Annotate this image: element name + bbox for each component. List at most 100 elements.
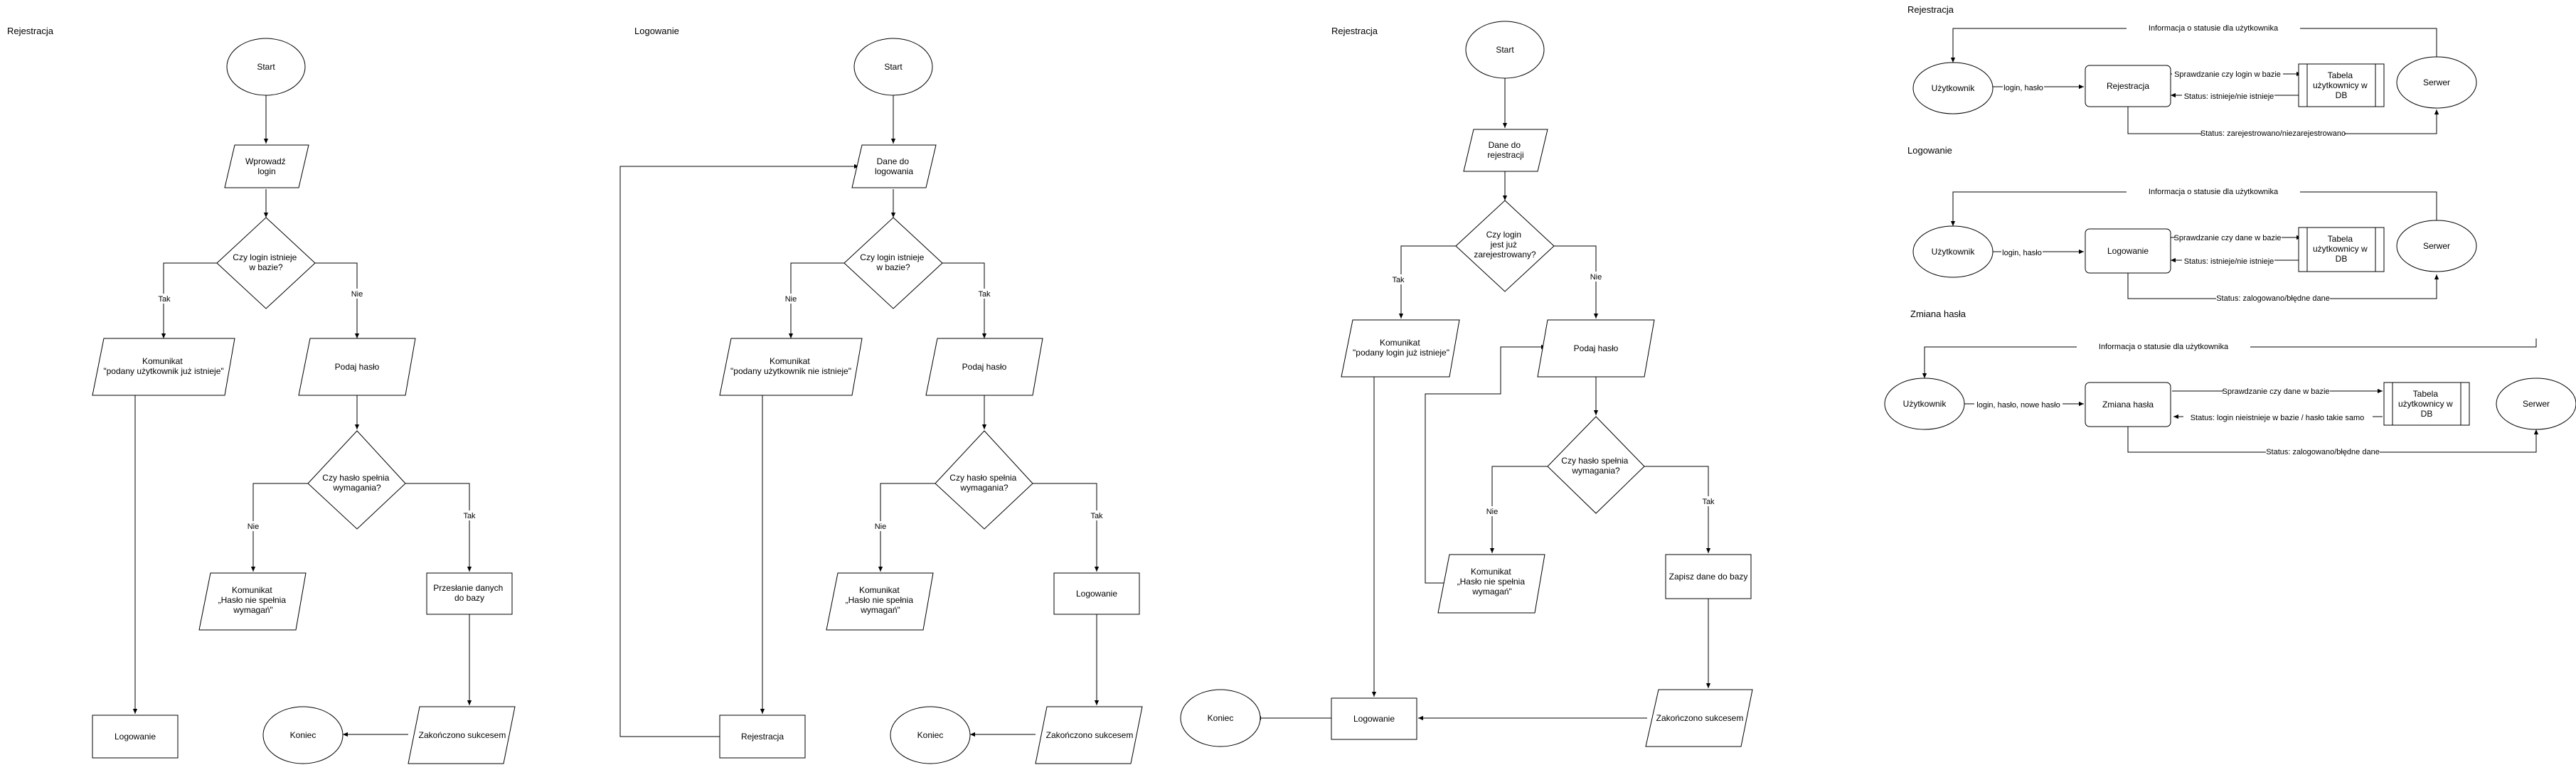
input-login-data-node: [851, 144, 937, 188]
edge-label-credentials: login, hasło, nowe hasło: [1976, 401, 2060, 410]
section-title: Rejestracja: [1907, 4, 1954, 15]
input-password-node: [298, 338, 416, 396]
input-login-label: Wprowadź login: [245, 156, 288, 176]
server-label: Serwer: [2523, 399, 2550, 409]
login-node: [92, 715, 179, 759]
login-node: [1331, 697, 1417, 740]
registration-architecture: Rejestracja Informacja o statusie dla uż…: [1907, 4, 2477, 139]
check-login-decision: [216, 217, 316, 309]
edge-label-yes: Tak: [1702, 498, 1715, 506]
success-node: [1035, 706, 1143, 764]
process-label: Logowanie: [2107, 246, 2149, 256]
edge-label-no: Nie: [1590, 273, 1602, 282]
edge-label-no: Nie: [875, 523, 887, 531]
end-node: [1180, 689, 1261, 747]
msg-login-exists-node: [1341, 319, 1460, 378]
check-password-decision: [935, 430, 1033, 530]
check-password-decision: [1547, 416, 1645, 514]
check-login-label: Czy login jest już zarejestrowany?: [1474, 230, 1536, 260]
edge-label-check: Sprawdzanie czy dane w bazie: [2173, 234, 2281, 242]
user-label: Użytkownik: [1903, 399, 1947, 409]
start-node: [853, 38, 933, 96]
send-data-label: Przesłanie danych do bazy: [433, 583, 505, 603]
msg-user-exists-node: [92, 338, 235, 396]
edge-label-status: Status: istnieje/nie istnieje: [2184, 92, 2274, 101]
msg-bad-password-node: [1437, 554, 1545, 614]
user-node: [1912, 225, 1994, 278]
edge-label-yes: Tak: [978, 290, 991, 299]
end-label: Koniec: [1208, 713, 1234, 723]
db-table-label: Tabela użytkownicy w DB: [2313, 70, 2370, 100]
login-label: Logowanie: [1353, 714, 1395, 724]
registration-flowchart-v2: Rejestracja Tak Nie Nie Tak Start Dane d…: [1180, 21, 1753, 747]
logging-node: [1053, 572, 1140, 615]
msg-user-not-exists-node: [719, 338, 863, 396]
save-data-label: Zapisz dane do bazy: [1669, 572, 1748, 582]
input-password-label: Podaj hasło: [962, 362, 1007, 372]
process-node: [2085, 382, 2171, 427]
db-table-label: Tabela użytkownicy w DB: [2398, 389, 2455, 419]
user-label: Użytkownik: [1932, 247, 1976, 257]
edge-label-info: Informacja o statusie dla użytkownika: [2149, 24, 2279, 33]
msg-user-exists-label: Komunikat "podany użytkownik już istniej…: [103, 356, 223, 376]
start-label: Start: [1496, 45, 1514, 55]
process-label: Rejestracja: [2107, 81, 2149, 91]
input-reg-data-node: [1463, 129, 1548, 172]
edge-label-check: Sprawdzanie czy login w bazie: [2174, 70, 2281, 79]
edge-label-final-status: Status: zarejestrowano/niezarejestrowano: [2200, 129, 2346, 138]
process-node: [2085, 65, 2171, 107]
success-node: [1645, 689, 1753, 747]
end-label: Koniec: [290, 730, 316, 740]
db-table-node: [2298, 227, 2385, 272]
msg-bad-password-label: Komunikat „Hasło nie spełnia wymagań": [218, 585, 289, 615]
section-title: Rejestracja: [7, 26, 54, 36]
section-title: Rejestracja: [1331, 26, 1378, 36]
register-label: Rejestracja: [741, 732, 784, 742]
input-login-data-label: Dane do logowania: [875, 156, 913, 176]
msg-bad-password-node: [826, 572, 934, 631]
success-label: Zakończono sukcesem: [1046, 730, 1134, 740]
check-password-decision: [307, 430, 406, 530]
user-node: [1884, 378, 1965, 430]
end-node: [262, 706, 344, 764]
edge-label-check: Sprawdzanie czy dane w bazie: [2222, 387, 2329, 396]
logging-label: Logowanie: [1076, 589, 1117, 599]
server-label: Serwer: [2423, 77, 2450, 87]
edge-label-no: Nie: [248, 523, 260, 531]
edge-label-info: Informacja o statusie dla użytkownika: [2099, 343, 2229, 351]
db-table-node: [2298, 63, 2385, 107]
edge-label-no: Nie: [785, 295, 797, 304]
check-login-decision: [1455, 200, 1555, 292]
edge-label-yes: Tak: [1392, 276, 1405, 284]
server-node: [2396, 220, 2477, 272]
section-title: Logowanie: [634, 26, 679, 36]
registration-flowchart: Rejestracja Tak Nie Nie Tak Start Wprowa…: [7, 26, 516, 764]
msg-user-not-exists-label: Komunikat "podany użytkownik nie istniej…: [730, 356, 851, 376]
start-node: [226, 38, 306, 96]
edge-label-yes: Tak: [158, 295, 171, 304]
server-node: [2496, 378, 2576, 430]
check-login-label: Czy login istnieje w bazie?: [233, 252, 299, 272]
password-change-architecture: Zmiana hasła Informacja o statusie dla u…: [1884, 309, 2576, 457]
edge-label-yes: Tak: [463, 512, 476, 520]
user-node: [1912, 62, 1994, 114]
check-login-label: Czy login istnieje w bazie?: [860, 252, 926, 272]
send-data-node: [426, 572, 513, 615]
input-login-node: [224, 144, 309, 188]
edge-label-credentials: login, hasło: [2002, 249, 2042, 257]
login-flowchart: Logowanie Nie Tak Nie Tak Start Dane do …: [619, 26, 1143, 764]
db-table-node: [2383, 382, 2470, 426]
start-label: Start: [884, 62, 903, 72]
input-password-label: Podaj hasło: [1574, 343, 1619, 353]
check-login-decision: [843, 217, 943, 309]
login-label: Logowanie: [115, 732, 156, 742]
input-password-node: [925, 338, 1043, 396]
process-label: Zmiana hasła: [2102, 400, 2154, 410]
edge-label-final-status: Status: zalogowano/błędne dane: [2216, 294, 2330, 303]
register-node: [719, 715, 806, 759]
msg-login-exists-label: Komunikat "podany login już istnieje": [1353, 338, 1449, 358]
success-node: [408, 706, 516, 764]
success-label: Zakończono sukcesem: [419, 730, 506, 740]
input-reg-data-label: Dane do rejestracji: [1487, 140, 1523, 160]
